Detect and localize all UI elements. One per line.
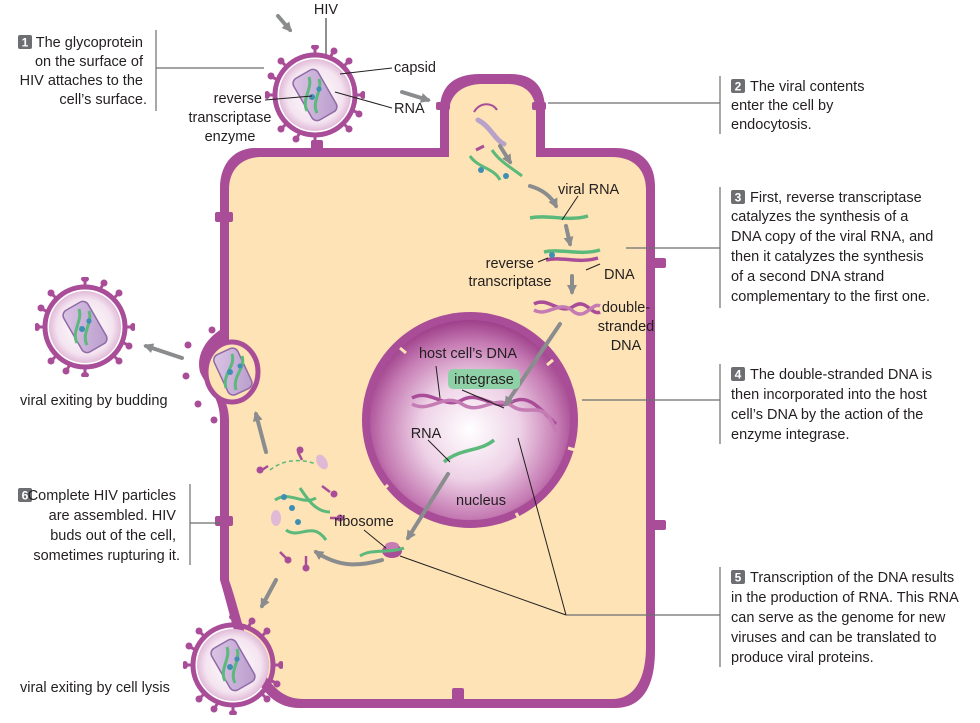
diagram-labels: HIV capsid RNA reverse transcriptase enz… xyxy=(20,2,654,696)
step-3-line-1: First, reverse transcriptase xyxy=(750,190,922,206)
step-2-line-3: endocytosis. xyxy=(731,117,812,133)
step-number-box xyxy=(18,488,32,502)
step-number-box xyxy=(731,190,745,204)
svg-text:The glycoprotein on the: The glycoprotein on the surface of HIV a… xyxy=(20,35,147,108)
step-5-line-2: in the production of RNA. This RNA xyxy=(731,590,959,606)
step-2-line-1: The viral contents xyxy=(750,79,864,95)
hiv-virion-attaching xyxy=(264,44,366,146)
step-3-line-2: catalyzes the synthesis of a xyxy=(731,209,909,225)
label-viral-exiting-lysis: viral exiting by cell lysis xyxy=(20,680,170,696)
step-3-line-5: of a second DNA strand xyxy=(731,269,884,285)
step-4-line-3: cell’s DNA by the action of the xyxy=(731,407,923,423)
svg-text:The double-stranded DNA is: The double-stranded DNA is then incorpor… xyxy=(731,367,936,443)
step-6-line-1: Complete HIV particles xyxy=(28,488,176,504)
leader-lines xyxy=(264,18,601,549)
label-rna-virion: RNA xyxy=(394,101,425,117)
label-viral-rna: viral RNA xyxy=(558,182,620,198)
label-double-stranded-1: double- xyxy=(602,300,651,316)
step-number-box xyxy=(18,35,32,49)
step-number: 4 xyxy=(735,368,742,382)
step-1-callout: 1 The glycoprotein on the surface of HIV… xyxy=(18,30,264,111)
nucleus xyxy=(362,312,578,528)
step-number: 2 xyxy=(735,80,742,94)
label-nucleus: nucleus xyxy=(456,493,506,509)
label-integrase: integrase xyxy=(454,372,514,388)
virion-assembly xyxy=(256,446,344,572)
step-4-line-4: enzyme integrase. xyxy=(731,427,849,443)
step-3-line-4: then it catalyzes the synthesis xyxy=(731,249,924,265)
step-2-callout: 2 The viral contents enter the cell by e… xyxy=(548,76,868,134)
step-6-line-4: sometimes rupturing it. xyxy=(33,548,180,564)
replication-intermediates xyxy=(529,214,601,316)
step-1-line-3: HIV attaches to the xyxy=(20,73,143,89)
hiv-virion-budding-from-cell xyxy=(182,326,261,424)
step-3-line-6: complementary to the first one. xyxy=(731,289,930,305)
svg-text:Transcription of the DNA resul: Transcription of the DNA results in the … xyxy=(731,570,962,666)
step-1-line-2: on the surface of xyxy=(35,54,144,70)
label-double-stranded-2: stranded xyxy=(598,319,654,335)
label-reverse-transcriptase-enzyme-1: reverse xyxy=(214,91,262,107)
step-6-callout: 6 Complete HIV particles are assembled. … xyxy=(18,484,222,565)
step-3-callout: 3 First, reverse transcriptase catalyzes… xyxy=(626,187,937,308)
svg-text:Complete HIV particles a: Complete HIV particles are assembled. HI… xyxy=(28,488,180,564)
process-arrows xyxy=(143,14,577,609)
label-hiv: HIV xyxy=(314,2,339,18)
label-dna: DNA xyxy=(604,267,635,283)
step-number: 3 xyxy=(735,191,742,205)
step-4-callout: 4 The double-stranded DNA is then incorp… xyxy=(582,364,936,444)
step-number-box xyxy=(731,367,745,381)
ribosome xyxy=(359,542,405,558)
step-5-callout: 5 Transcription of the DNA results in th… xyxy=(399,437,962,667)
label-reverse-transcriptase-enzyme-2: transcriptase xyxy=(188,110,271,126)
step-6-line-3: buds out of the cell, xyxy=(50,528,176,544)
label-ribosome: ribosome xyxy=(334,514,394,530)
step-3-line-3: DNA copy of the viral RNA, and xyxy=(731,229,933,245)
step-4-line-2: then incorporated into the host xyxy=(731,387,927,403)
step-2-line-2: enter the cell by xyxy=(731,98,834,114)
step-number-box xyxy=(731,79,745,93)
label-rna-nucleus: RNA xyxy=(411,426,442,442)
step-5-line-4: viruses and can be translated to xyxy=(731,630,937,646)
step-number: 1 xyxy=(22,36,29,50)
label-reverse-transcriptase-2: transcriptase xyxy=(468,274,551,290)
label-reverse-transcriptase-1: reverse xyxy=(486,256,534,272)
step-5-line-1: Transcription of the DNA results xyxy=(750,570,954,586)
step-number-box xyxy=(731,570,745,584)
hiv-virion-budding-out xyxy=(34,276,136,378)
hiv-virion-lysis xyxy=(182,614,284,716)
label-capsid: capsid xyxy=(394,60,436,76)
membrane-proteins xyxy=(215,102,666,706)
integrase-badge xyxy=(448,369,520,389)
step-1-line-1: The glycoprotein xyxy=(36,35,143,51)
svg-text:The viral contents enter: The viral contents enter the cell by end… xyxy=(731,79,868,133)
label-reverse-transcriptase-enzyme-3: enzyme xyxy=(205,129,256,145)
step-1-line-4: cell’s surface. xyxy=(59,92,147,108)
label-host-cells-dna: host cell’s DNA xyxy=(419,346,517,362)
step-5-line-3: can serve as the genome for new xyxy=(731,610,946,626)
step-number: 6 xyxy=(22,489,29,503)
step-4-line-1: The double-stranded DNA is xyxy=(750,367,932,383)
label-viral-exiting-budding: viral exiting by budding xyxy=(20,393,168,409)
step-number: 5 xyxy=(735,571,742,585)
label-double-stranded-3: DNA xyxy=(611,338,642,354)
svg-text:First, reverse transcriptase: First, reverse transcriptase catalyzes t… xyxy=(731,190,937,305)
step-5-line-5: produce viral proteins. xyxy=(731,650,874,666)
step-6-line-2: are assembled. HIV xyxy=(49,508,177,524)
